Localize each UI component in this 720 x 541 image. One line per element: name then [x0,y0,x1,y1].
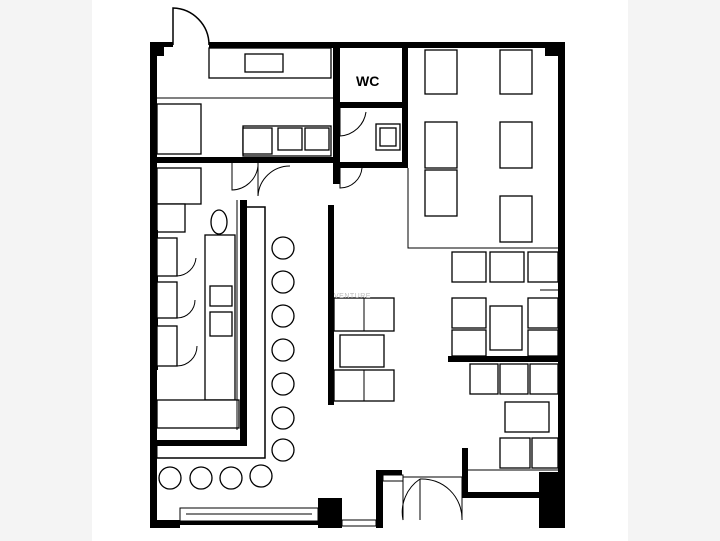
wc-room: WC [333,48,408,189]
bar-stool [158,466,182,490]
watermark-text: VENTURE [334,293,371,300]
center-booth: VENTURE [328,205,395,405]
bar-stool [271,372,295,396]
kitchen-doors [231,163,291,197]
dining-upper [407,49,558,249]
kitchen-top-area [150,47,340,184]
bar-stool [271,236,295,260]
bar-stool [189,466,213,490]
dining-lower [448,251,561,471]
bar-stool [271,304,295,328]
bar-counter [156,206,266,459]
bar-stool [271,338,295,362]
kitchen-lower [150,167,247,446]
entrance-doors [382,474,463,521]
bar-stools [158,236,295,490]
wc-label: WC [356,73,379,89]
bar-stool [249,464,273,488]
bar-stool [271,270,295,294]
front-window [179,507,377,527]
service-door [172,7,210,46]
bar-stool [271,406,295,430]
bar-stool [271,438,295,462]
bar-stool [219,466,243,490]
